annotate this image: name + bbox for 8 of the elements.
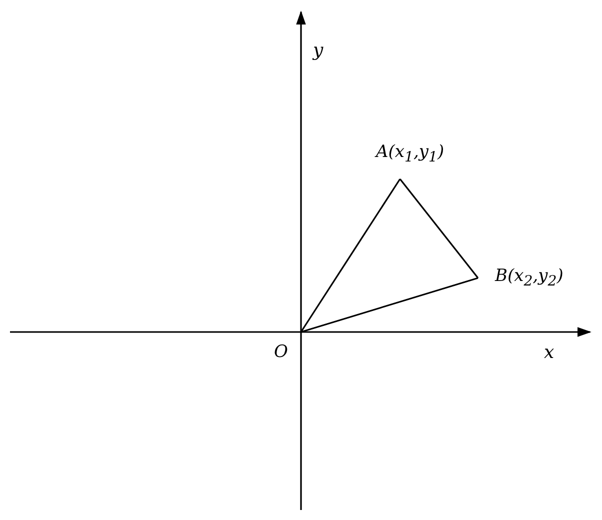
axis-label: y	[313, 40, 324, 61]
point-label: A(x$_{1}$,y$_{1}$)	[376, 142, 444, 166]
axis-label: x	[544, 342, 554, 363]
triangle-side	[300, 178, 401, 332]
point-label: B(x$_{2}$,y$_{2}$)	[495, 266, 564, 290]
triangle-side	[399, 178, 479, 278]
triangle-side	[300, 277, 478, 333]
point-label: O	[274, 342, 288, 362]
